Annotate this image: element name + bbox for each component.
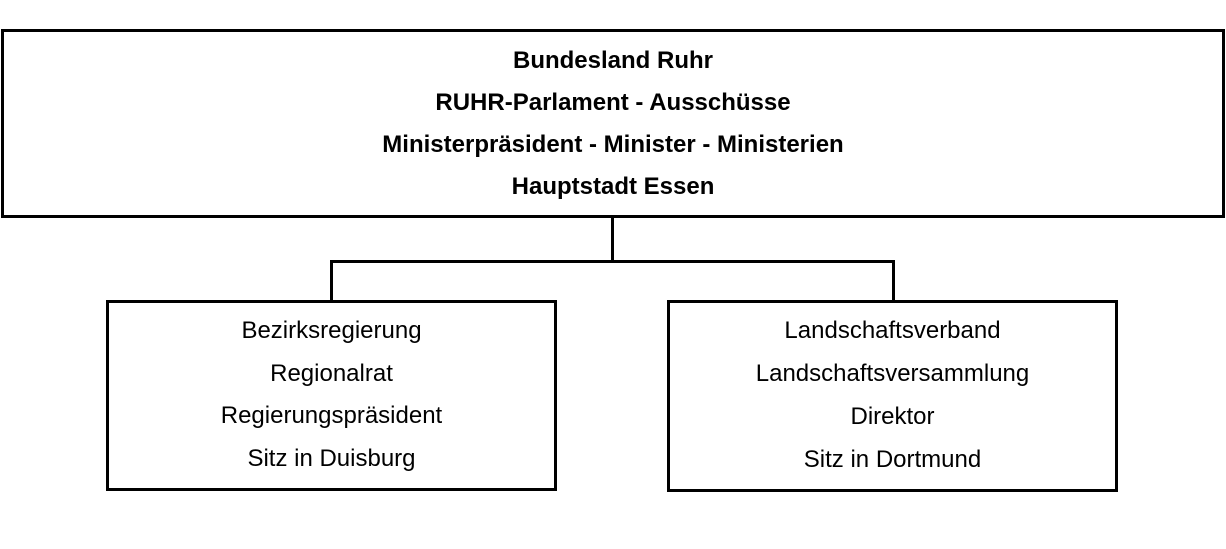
top-line-capital: Hauptstadt Essen	[511, 173, 715, 200]
top-line-government: Ministerpräsident - Minister - Ministeri…	[382, 131, 844, 158]
connector-drop-right	[892, 260, 895, 301]
right-line-association: Landschaftsverband	[784, 317, 1001, 344]
right-line-assembly: Landschaftsversammlung	[755, 360, 1030, 387]
landschaftsverband-box: Landschaftsverband Landschaftsversammlun…	[667, 300, 1118, 492]
left-line-council: Regionalrat	[270, 359, 393, 387]
left-line-authority: Bezirksregierung	[241, 317, 422, 344]
top-line-parliament: RUHR-Parlament - Ausschüsse	[435, 89, 791, 116]
top-line-state: Bundesland Ruhr	[512, 47, 713, 74]
connector-stem	[611, 217, 614, 263]
bundesland-ruhr-box: Bundesland Ruhr RUHR-Parlament - Ausschü…	[1, 29, 1225, 218]
bezirksregierung-box: Bezirksregierung Regionalrat Regierungsp…	[106, 300, 557, 491]
connector-crossbar	[330, 260, 895, 263]
right-line-director: Direktor	[850, 403, 935, 430]
connector-drop-left	[330, 260, 333, 301]
right-line-seat: Sitz in Dortmund	[803, 446, 982, 473]
left-line-president: Regierungspräsident	[220, 402, 443, 430]
left-line-seat: Sitz in Duisburg	[247, 444, 416, 472]
